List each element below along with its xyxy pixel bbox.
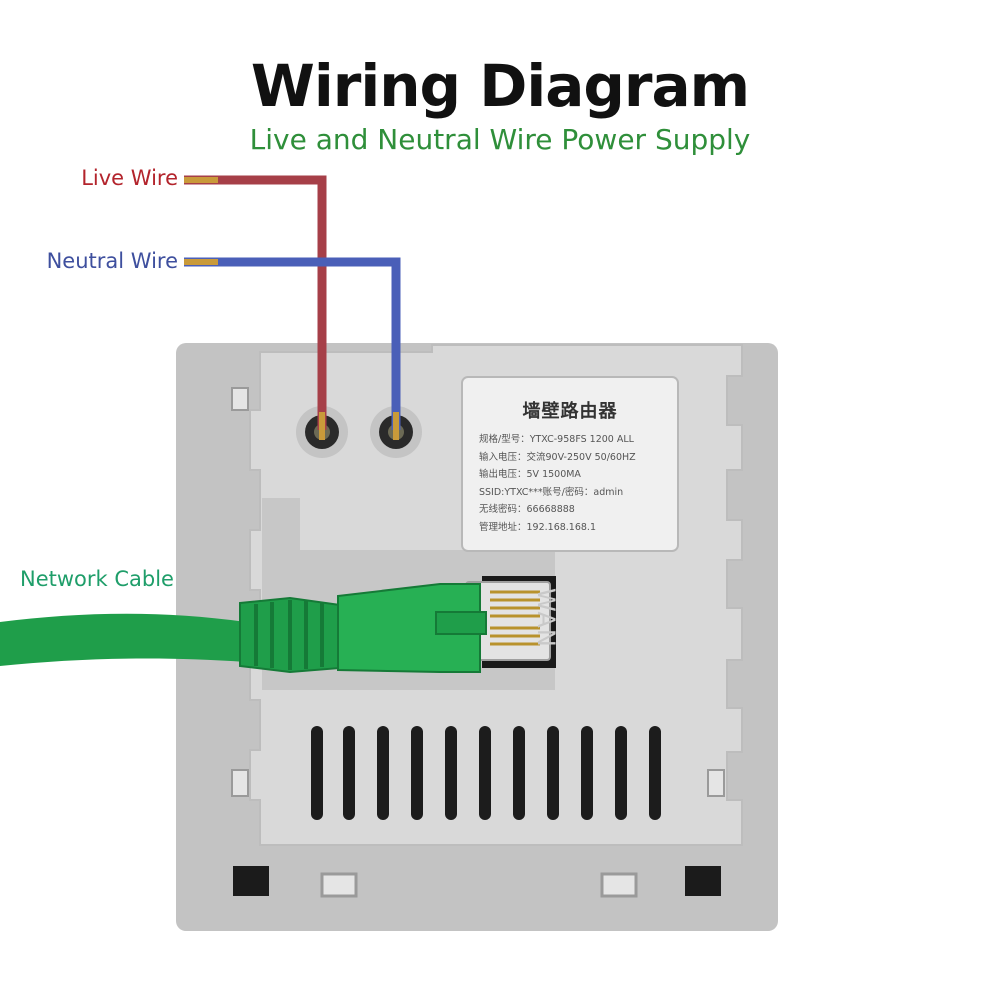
- sticker-line: SSID:YTXC***账号/密码：admin: [479, 486, 624, 498]
- mount-hole: [685, 866, 721, 896]
- sticker-line: 无线密码：66668888: [479, 504, 575, 516]
- mount-hole: [233, 866, 269, 896]
- wan-port-label: WAN: [532, 588, 560, 648]
- side-clip: [231, 387, 249, 411]
- spec-sticker: [461, 376, 679, 552]
- diagram-title: Wiring Diagram: [250, 52, 750, 120]
- diagram-subtitle: Live and Neutral Wire Power Supply: [249, 123, 751, 156]
- live-wire: [184, 175, 327, 430]
- sticker-heading: 墙壁路由器: [522, 401, 618, 422]
- network-cable-label: Network Cable: [20, 567, 174, 591]
- side-clip: [707, 769, 725, 797]
- spec-sticker-text: 墙壁路由器 规格/型号：YTXC-958FS 1200 ALL 输入电压：交流9…: [470, 383, 670, 545]
- neutral-wire-label: Neutral Wire: [46, 249, 178, 273]
- sticker-line: 输入电压：交流90V-250V 50/60HZ: [479, 451, 636, 463]
- rj45-pins: [490, 590, 540, 646]
- rj45-connector-icon: [0, 583, 487, 674]
- mount-slot: [320, 872, 358, 898]
- sticker-line: 规格/型号：YTXC-958FS 1200 ALL: [479, 434, 634, 445]
- vent-slots: [311, 726, 661, 820]
- sticker-lines: 规格/型号：YTXC-958FS 1200 ALL 输入电压：交流90V-250…: [479, 431, 670, 537]
- live-wire-label: Live Wire: [81, 166, 178, 190]
- sticker-line: 输出电压：5V 1500MA: [479, 469, 581, 481]
- side-clip: [231, 769, 249, 797]
- sticker-line: 管理地址：192.168.168.1: [479, 521, 597, 533]
- mount-slot: [600, 872, 638, 898]
- neutral-wire: [184, 257, 401, 430]
